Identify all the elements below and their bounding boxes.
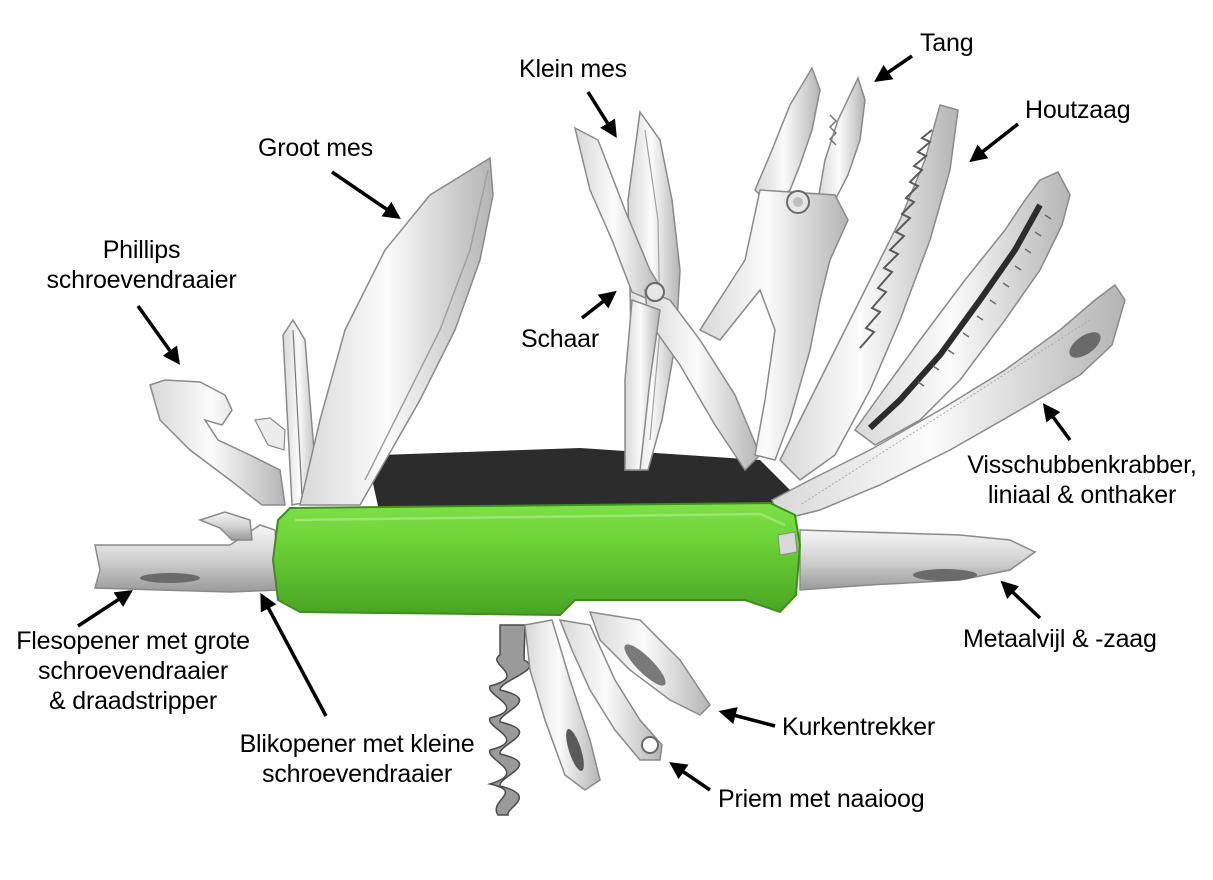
label-klein-mes: Klein mes bbox=[519, 55, 627, 83]
awl-eye-tool bbox=[558, 619, 663, 761]
inner-frame bbox=[370, 448, 790, 515]
wood-saw-teeth bbox=[859, 129, 933, 349]
label-tang: Tang bbox=[920, 29, 974, 57]
label-blikopener-line2: schroevendraaier bbox=[262, 760, 452, 788]
label-schaar: Schaar bbox=[521, 325, 600, 353]
corkscrew bbox=[487, 624, 531, 816]
arrow-tang bbox=[874, 54, 913, 82]
handle-key-ring bbox=[777, 531, 798, 556]
scissors-pivot bbox=[645, 282, 665, 302]
arrow-metaalvijl bbox=[1000, 580, 1042, 620]
label-phillips: Phillips schroevendraaier bbox=[44, 235, 239, 295]
label-blikopener: Blikopener met kleine schroevendraaier bbox=[233, 729, 481, 789]
awl-tool bbox=[524, 619, 601, 791]
label-flesopener-line3: & draadstripper bbox=[49, 687, 217, 715]
green-handle bbox=[271, 501, 802, 617]
arrow-blikopener bbox=[260, 592, 328, 717]
label-groot-mes: Groot mes bbox=[258, 134, 373, 162]
label-phillips-line2: schroevendraaier bbox=[46, 266, 237, 294]
arrow-houtzaag bbox=[969, 122, 1020, 163]
arrow-priem bbox=[669, 762, 711, 792]
label-kurkentrekker: Kurkentrekker bbox=[782, 713, 936, 741]
pliers-jaw-left bbox=[754, 66, 821, 206]
scissors-arm bbox=[644, 288, 761, 472]
arrow-kurkentrekker bbox=[718, 707, 776, 728]
label-metaalvijl: Metaalvijl & -zaag bbox=[963, 625, 1157, 653]
label-blikopener-line1: Blikopener met kleine bbox=[239, 730, 475, 758]
pliers-body bbox=[698, 189, 849, 461]
label-houtzaag: Houtzaag bbox=[1025, 96, 1131, 124]
label-phillips-line1: Phillips bbox=[102, 236, 181, 264]
wood-saw bbox=[779, 104, 959, 481]
phillips-screwdriver bbox=[282, 318, 319, 506]
label-priem: Priem met naaioog bbox=[718, 785, 925, 813]
arrow-flesopener bbox=[77, 590, 133, 628]
fish-scaler-ruler bbox=[853, 171, 1071, 446]
label-flesopener-line1: Flesopener met grote bbox=[16, 627, 250, 655]
arrow-visschubben bbox=[1042, 403, 1072, 442]
arrow-schaar bbox=[580, 290, 617, 320]
arrow-klein-mes bbox=[586, 91, 617, 138]
arrow-phillips bbox=[136, 304, 181, 365]
arrow-groot-mes bbox=[331, 170, 401, 219]
label-flesopener: Flesopener met grote schroevendraaier & … bbox=[14, 626, 252, 716]
pliers-jaw-right bbox=[817, 75, 866, 201]
large-blade bbox=[299, 156, 494, 506]
label-visschubben-line2: liniaal & onthaker bbox=[987, 481, 1177, 509]
label-visschubben-line1: Visschubbenkrabber, bbox=[967, 451, 1197, 479]
label-flesopener-line2: schroevendraaier bbox=[38, 657, 228, 685]
label-visschubben: Visschubbenkrabber, liniaal & onthaker bbox=[962, 450, 1202, 510]
can-opener-hook bbox=[149, 379, 286, 506]
right-blade bbox=[799, 529, 1037, 591]
